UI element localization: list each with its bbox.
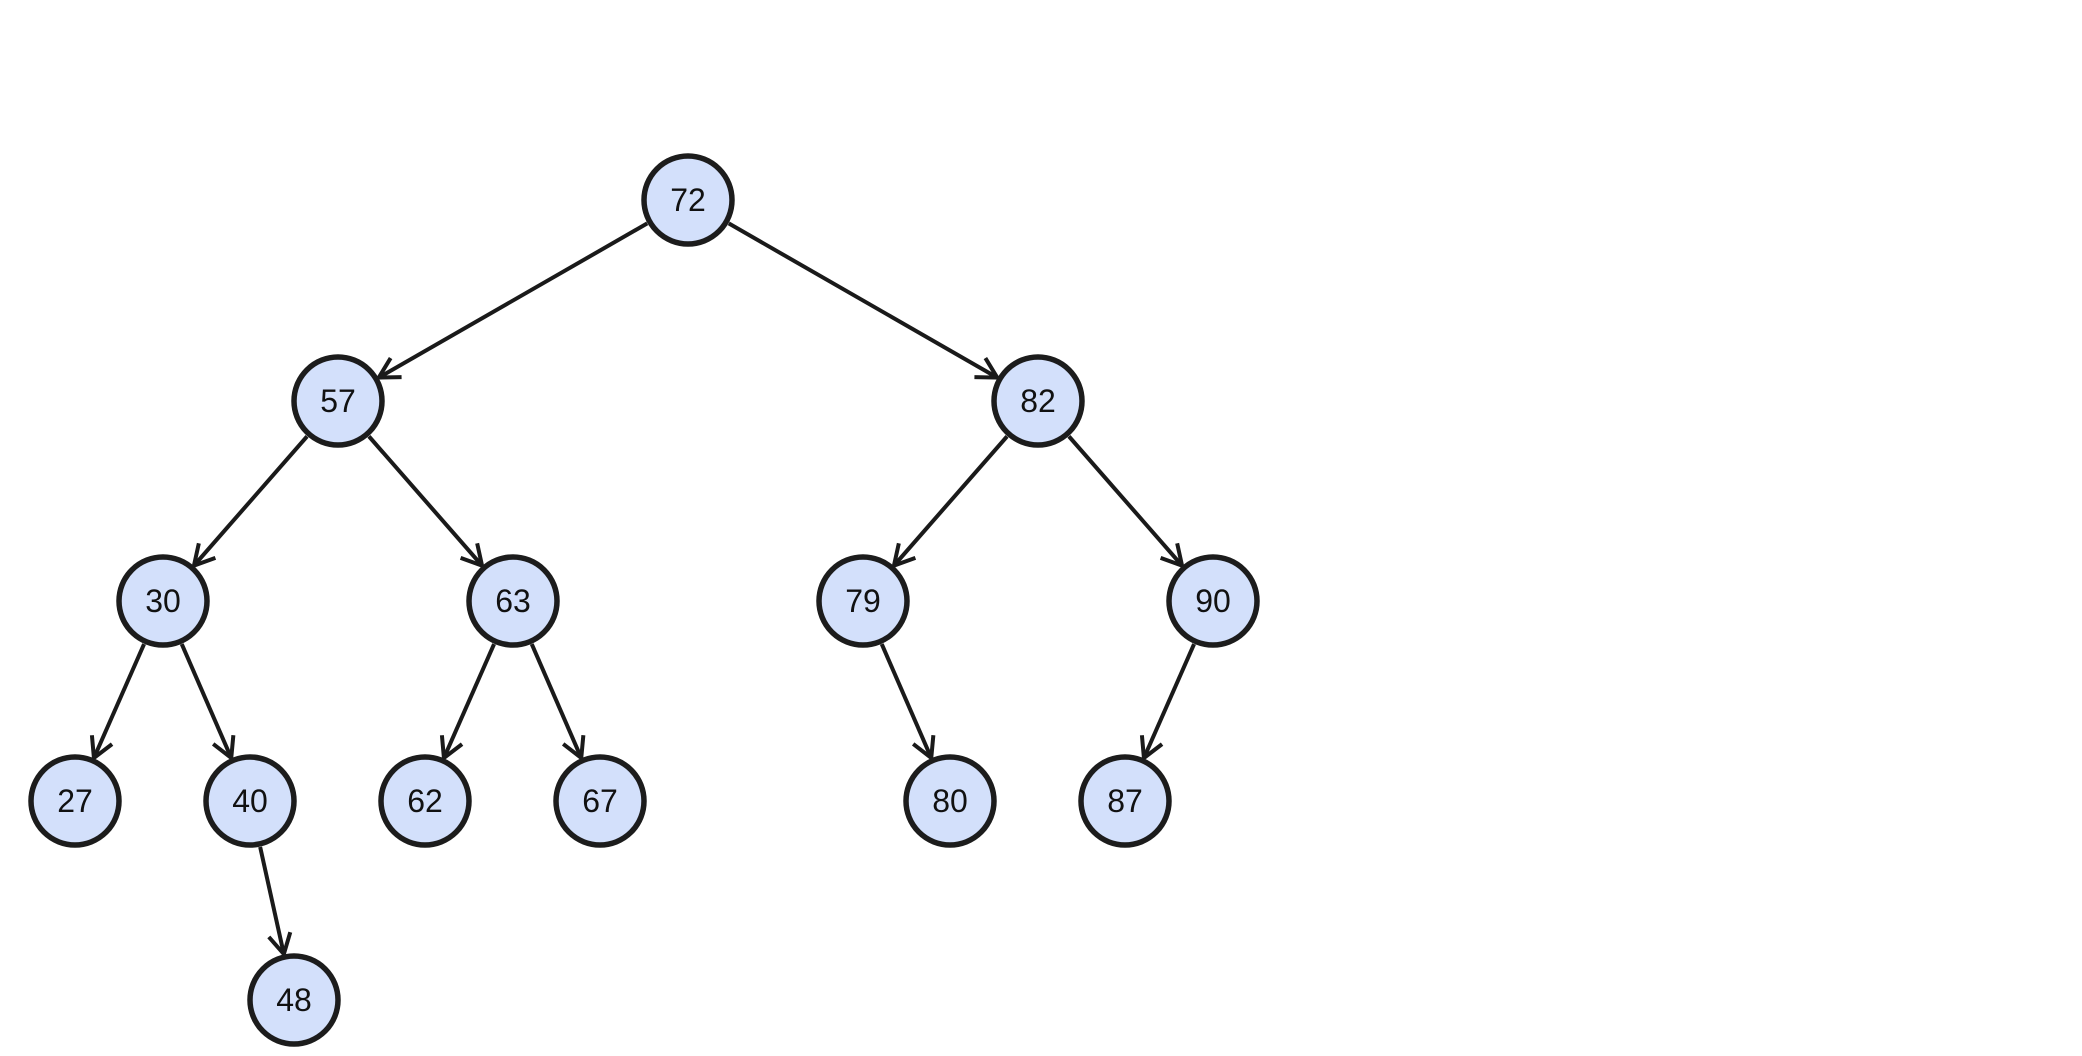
tree-node-87: 87 (1078, 754, 1172, 848)
tree-node-67: 67 (553, 754, 647, 848)
node-circle (1078, 754, 1172, 848)
edge-57-30 (192, 435, 309, 567)
edge-82-79 (892, 435, 1009, 567)
tree-node-57: 57 (291, 354, 385, 448)
nodes-layer: 72 57 82 30 63 79 90 27 40 62 67 80 87 48 (28, 153, 1260, 1047)
edge-63-62 (442, 643, 496, 759)
node-circle (991, 354, 1085, 448)
tree-node-40: 40 (203, 754, 297, 848)
node-label: 79 (845, 583, 881, 619)
tree-node-63: 63 (466, 554, 560, 648)
arrowhead-72-82 (974, 357, 1001, 380)
node-label: 67 (582, 783, 618, 819)
node-label: 57 (320, 383, 356, 419)
arrowhead-82-90 (1159, 542, 1185, 569)
node-circle (816, 554, 910, 648)
node-circle (28, 754, 122, 848)
arrowhead-57-30 (191, 542, 217, 569)
node-label: 90 (1195, 583, 1231, 619)
tree-node-30: 30 (116, 554, 210, 648)
node-label: 40 (232, 783, 268, 819)
node-circle (291, 354, 385, 448)
node-circle (553, 754, 647, 848)
edge-72-82 (727, 221, 999, 380)
tree-node-48: 48 (247, 953, 341, 1047)
node-label: 82 (1020, 383, 1056, 419)
arrowhead-82-79 (891, 542, 917, 569)
node-circle (1166, 554, 1260, 648)
tree-node-82: 82 (991, 354, 1085, 448)
edge-30-27 (92, 643, 146, 759)
node-circle (378, 754, 472, 848)
node-circle (116, 554, 210, 648)
edge-30-40 (179, 643, 234, 759)
edge-90-87 (1142, 643, 1196, 759)
tree-node-62: 62 (378, 754, 472, 848)
node-label: 72 (670, 182, 706, 218)
arrowhead-30-40 (211, 734, 236, 762)
edge-57-63 (367, 435, 484, 567)
edge-79-80 (879, 643, 934, 759)
node-circle (903, 754, 997, 848)
edge-63-67 (529, 643, 584, 759)
arrowhead-40-48 (267, 931, 293, 959)
arrowhead-90-87 (1139, 735, 1164, 762)
edge-72-57 (377, 221, 649, 380)
node-label: 80 (932, 783, 968, 819)
edge-82-90 (1067, 435, 1184, 567)
tree-node-90: 90 (1166, 554, 1260, 648)
node-circle (641, 153, 735, 247)
node-label: 27 (57, 783, 93, 819)
tree-node-72: 72 (641, 153, 735, 247)
node-label: 30 (145, 583, 181, 619)
tree-node-80: 80 (903, 754, 997, 848)
arrowhead-79-80 (911, 734, 936, 762)
node-circle (203, 754, 297, 848)
node-label: 48 (276, 982, 312, 1018)
arrowhead-63-62 (439, 735, 464, 762)
tree-node-79: 79 (816, 554, 910, 648)
node-label: 87 (1107, 783, 1143, 819)
node-label: 62 (407, 783, 443, 819)
arrowhead-57-63 (459, 542, 485, 569)
arrowhead-72-57 (375, 357, 402, 380)
tree-node-27: 27 (28, 754, 122, 848)
edges-layer (89, 221, 1196, 959)
arrowhead-30-27 (89, 735, 114, 762)
node-circle (466, 554, 560, 648)
edge-40-48 (258, 846, 286, 955)
node-circle (247, 953, 341, 1047)
node-label: 63 (495, 583, 531, 619)
arrowhead-63-67 (561, 734, 586, 762)
